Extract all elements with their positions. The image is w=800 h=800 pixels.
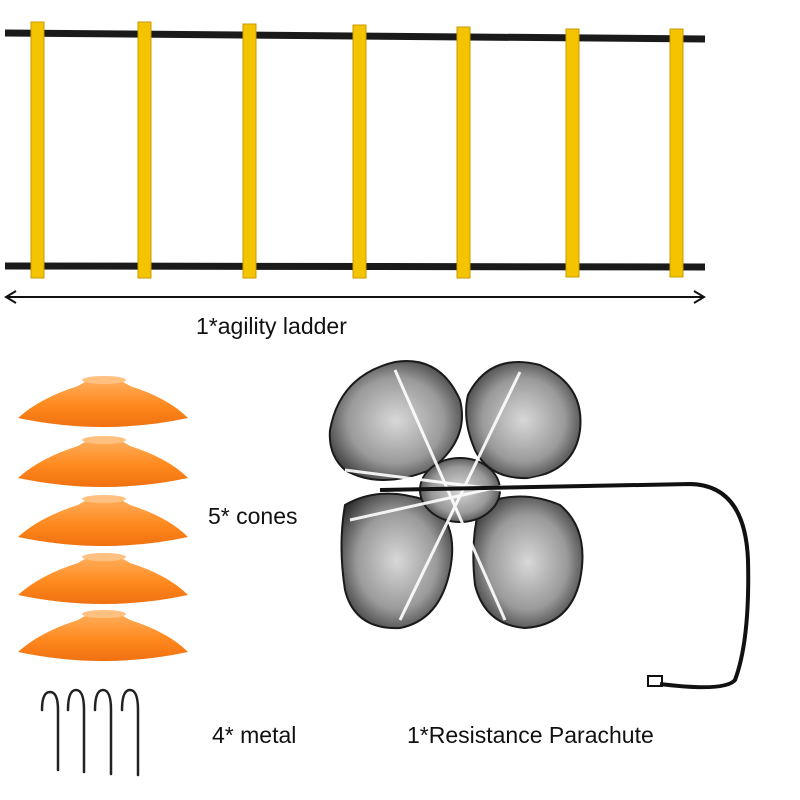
ladder-rungs (30, 21, 684, 279)
agility-ladder-label: 1*agility ladder (196, 313, 347, 339)
parachute-tow-strap (379, 481, 751, 690)
metal-stakes-label: 4* metal (212, 722, 297, 748)
length-arrow (4, 290, 706, 304)
ladder-rung (137, 21, 152, 279)
parachute-lines (344, 369, 581, 621)
cone (18, 610, 188, 661)
cone (18, 495, 188, 546)
agility-ladder (4, 21, 706, 279)
ladder-rung (456, 26, 471, 279)
resistance-parachute (328, 360, 751, 690)
metal-stake (66, 688, 86, 774)
cones-label: 5* cones (208, 503, 298, 529)
ladder-rung (669, 28, 684, 278)
cone (18, 553, 188, 604)
metal-stake (93, 688, 113, 776)
cone (18, 436, 188, 487)
parachute-label: 1*Resistance Parachute (407, 722, 654, 748)
ladder-rung (565, 28, 580, 278)
metal-stake (40, 690, 60, 772)
ladder-rung (242, 23, 257, 279)
metal-stakes (40, 688, 140, 777)
ladder-rung (352, 24, 367, 279)
cone (18, 376, 188, 427)
metal-stake (120, 688, 140, 777)
strap-buckle (647, 675, 663, 687)
ladder-rung (30, 21, 45, 279)
cones (18, 376, 188, 661)
